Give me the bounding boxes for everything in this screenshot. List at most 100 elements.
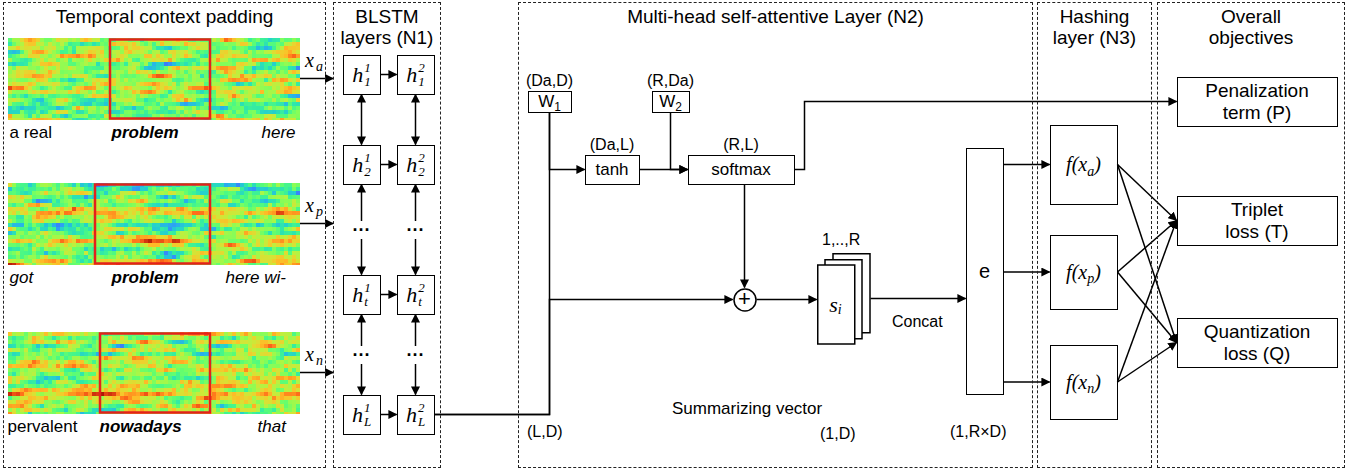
spectrogram-cell	[228, 183, 232, 187]
spectrogram-cell	[28, 118, 32, 120]
spectrogram-cell	[20, 199, 24, 203]
spectrogram-cell	[64, 191, 68, 195]
spectrogram-cell	[168, 66, 172, 70]
spectrogram-cell	[244, 187, 248, 191]
spectrogram-cell	[80, 74, 84, 78]
spectrogram-cell	[68, 74, 72, 78]
spectrogram-cell	[132, 78, 136, 82]
spectrogram-cell	[260, 54, 264, 58]
spectrogram-cell	[292, 54, 296, 58]
spectrogram-cell	[200, 54, 204, 58]
spectrogram-cell	[8, 70, 12, 74]
spectrogram-cell	[164, 74, 168, 78]
spectrogram-cell	[188, 94, 192, 98]
spectrogram-cell	[256, 102, 260, 106]
spectrogram-cell	[160, 199, 164, 203]
spectrogram-cell	[260, 46, 264, 50]
spectrogram-cell	[76, 70, 80, 74]
spectrogram-cell	[88, 106, 92, 110]
spectrogram-cell	[92, 70, 96, 74]
spectrogram-cell	[272, 102, 276, 106]
spectrogram-cell	[8, 118, 12, 120]
spectrogram-cell	[280, 74, 284, 78]
spectrogram-cell	[216, 187, 220, 191]
spectrogram-cell	[200, 94, 204, 98]
spectrogram-cell	[80, 82, 84, 86]
spectrogram-cell	[268, 195, 272, 199]
spectrogram-cell	[276, 110, 280, 114]
spectrogram-cell	[232, 199, 236, 203]
spectrogram-cell	[44, 70, 48, 74]
spectrogram-cell	[28, 114, 32, 118]
spectrogram-cell	[116, 42, 120, 46]
spectrogram-cell	[112, 50, 116, 54]
spectrogram-cell	[60, 102, 64, 106]
spectrogram-cell	[8, 54, 12, 58]
spectrogram-cell	[184, 106, 188, 110]
spectrogram-cell	[224, 86, 228, 90]
spectrogram-cell	[20, 54, 24, 58]
spectrogram-cell	[184, 195, 188, 199]
spectrogram-cell	[200, 110, 204, 114]
spectrogram-cell	[12, 191, 16, 195]
connector	[1004, 271, 1050, 273]
spectrogram-cell	[44, 118, 48, 120]
spectrogram-cell	[52, 86, 56, 90]
spectrogram-cell	[140, 199, 144, 203]
spectrogram-cell	[176, 203, 180, 207]
spectrogram-cell	[224, 74, 228, 78]
spectrogram-cell	[136, 94, 140, 98]
spectrogram-cell	[196, 86, 200, 90]
connector	[795, 102, 1177, 170]
spectrogram-cell	[276, 102, 280, 106]
spectrogram-cell	[260, 195, 264, 199]
spectrogram-cell	[288, 118, 292, 120]
spectrogram-cell	[212, 110, 216, 114]
spectrogram-cell	[120, 42, 124, 46]
spectrogram-cell	[48, 86, 52, 90]
spectrogram-cell	[288, 106, 292, 110]
spectrogram-cell	[16, 118, 20, 120]
spectrogram-cell	[80, 94, 84, 98]
spectrogram-cell	[272, 183, 276, 187]
spectrogram-cell	[76, 62, 80, 66]
spectrogram-cell	[244, 82, 248, 86]
spectrogram-cell	[192, 50, 196, 54]
spectrogram-cell	[128, 90, 132, 94]
spectrogram-cell	[96, 195, 100, 199]
spectrogram-cell	[124, 46, 128, 50]
spectrogram-cell	[16, 102, 20, 106]
spectrogram-cell	[288, 74, 292, 78]
spectrogram-cell	[284, 42, 288, 46]
spectrogram-cell	[260, 191, 264, 195]
spectrogram-cell	[280, 58, 284, 62]
spectrogram-cell	[144, 203, 148, 207]
spectrogram-cell	[296, 187, 300, 191]
spectrogram-cell	[176, 187, 180, 191]
spectrogram-cell	[216, 90, 220, 94]
spectrogram-cell	[32, 74, 36, 78]
spectrogram-cell	[28, 82, 32, 86]
spectrogram-cell	[36, 90, 40, 94]
spectrogram-cell	[220, 183, 224, 187]
spectrogram-cell	[188, 62, 192, 66]
spectrogram-cell	[92, 38, 96, 42]
spectrogram-cell	[56, 114, 60, 118]
spectrogram-cell	[132, 58, 136, 62]
spectrogram-cell	[228, 114, 232, 118]
spectrogram-cell	[16, 195, 20, 199]
spectrogram-cell	[40, 94, 44, 98]
spectrogram-cell	[184, 94, 188, 98]
spectrogram-cell	[276, 114, 280, 118]
spectrogram-cell	[40, 54, 44, 58]
spectrogram-cell	[204, 46, 208, 50]
spectrogram-cell	[164, 70, 168, 74]
spectrogram-cell	[156, 46, 160, 50]
spectrogram-cell	[88, 110, 92, 114]
spectrogram-cell	[256, 74, 260, 78]
spectrogram-cell	[60, 42, 64, 46]
spectrogram-cell	[160, 98, 164, 102]
spectrogram-cell	[36, 195, 40, 199]
spectrogram-cell	[184, 90, 188, 94]
spectrogram-cell	[12, 58, 16, 62]
